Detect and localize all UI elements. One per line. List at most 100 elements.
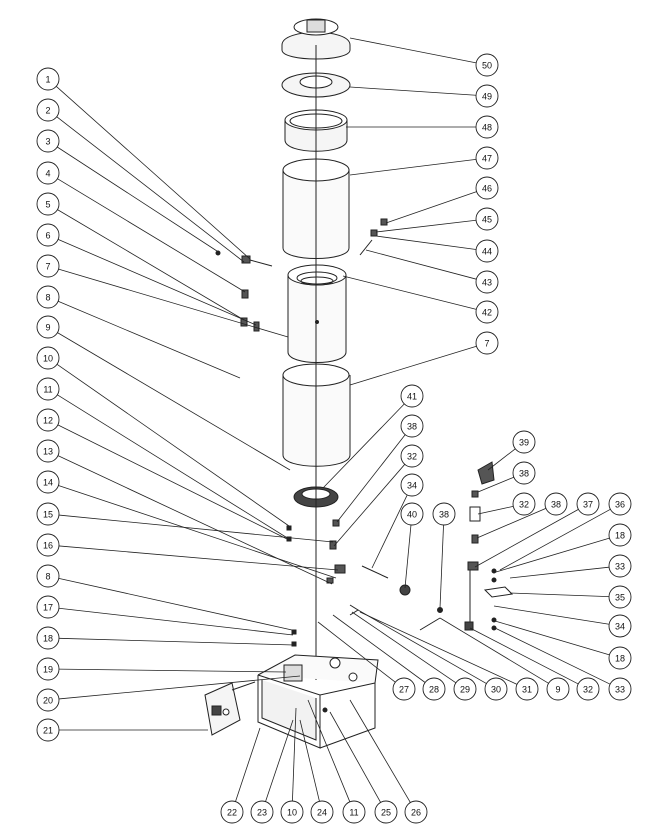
callout-balloon-16 (36, 533, 60, 557)
leader-line-35 (509, 592, 610, 598)
callout-number-12: 12 (43, 416, 53, 426)
callout-number-9: 9 (45, 323, 50, 333)
callout-balloon-45 (475, 207, 499, 231)
callout-number-3: 3 (45, 137, 50, 147)
callout-balloon-7 (475, 331, 499, 355)
callout-balloon-11 (36, 377, 60, 401)
callout-number-6: 6 (45, 231, 50, 241)
callout-number-30: 30 (491, 685, 501, 695)
callout-balloon-8 (36, 285, 60, 309)
part-fasteners (286, 519, 443, 647)
leader-line-24 (299, 719, 320, 802)
callout-balloon-26 (404, 800, 428, 824)
callout-number-41: 41 (407, 392, 417, 402)
callout-balloon-47 (475, 146, 499, 170)
leader-line-44 (375, 235, 477, 250)
callout-number-37: 37 (583, 500, 593, 510)
callout-number-48: 48 (482, 123, 492, 133)
callout-balloon-32 (576, 677, 600, 701)
leader-line-9 (439, 617, 549, 684)
leader-line-18 (495, 537, 610, 573)
callout-number-28: 28 (429, 685, 439, 695)
callout-balloon-9 (36, 315, 60, 339)
callout-number-5: 5 (45, 200, 50, 210)
leader-line-36 (499, 508, 611, 571)
callout-number-40: 40 (407, 510, 417, 520)
leader-line-16 (58, 545, 339, 571)
leader-line-50 (349, 37, 477, 64)
leader-line-31 (359, 611, 518, 685)
callout-number-8: 8 (45, 293, 50, 303)
callout-balloon-13 (36, 439, 60, 463)
callout-balloon-34 (400, 473, 424, 497)
leader-line-8 (57, 300, 241, 379)
callout-number-31: 31 (522, 685, 532, 695)
leader-line-38 (476, 507, 547, 539)
leader-line-3 (56, 146, 221, 254)
callout-number-39: 39 (519, 438, 529, 448)
callout-balloon-14 (36, 470, 60, 494)
callout-balloon-39 (512, 430, 536, 454)
leader-line-25 (329, 711, 381, 803)
callout-balloon-29 (453, 677, 477, 701)
callout-balloon-9 (546, 677, 570, 701)
callout-balloon-42 (475, 300, 499, 324)
leader-line-47 (349, 158, 477, 176)
callout-number-45: 45 (482, 215, 492, 225)
callout-number-46: 46 (482, 184, 492, 194)
callout-balloon-4 (36, 161, 60, 185)
callout-number-32: 32 (583, 685, 593, 695)
leader-line-20 (58, 675, 301, 700)
callout-number-47: 47 (482, 154, 492, 164)
callout-balloon-43 (475, 270, 499, 294)
part-middle-cylinder (287, 264, 347, 363)
leader-lines (55, 37, 611, 803)
callout-balloon-44 (475, 239, 499, 263)
callout-number-10: 10 (43, 354, 53, 364)
callout-number-17: 17 (43, 603, 53, 613)
callout-balloon-38 (432, 502, 456, 526)
callout-number-20: 20 (43, 696, 53, 706)
callout-balloon-8 (36, 564, 60, 588)
callout-balloon-3 (36, 129, 60, 153)
leader-line-43 (365, 249, 477, 280)
callout-balloon-20 (36, 688, 60, 712)
callout-number-44: 44 (482, 247, 492, 257)
leader-line-22 (235, 727, 261, 802)
callout-balloon-31 (515, 677, 539, 701)
callout-balloon-27 (392, 677, 416, 701)
leader-line-18 (494, 620, 610, 656)
callout-balloon-17 (36, 595, 60, 619)
leader-line-14 (58, 485, 337, 579)
leader-line-49 (349, 86, 477, 96)
callout-number-11: 11 (349, 808, 358, 818)
callout-balloon-18 (608, 523, 632, 547)
leader-line-37 (474, 509, 579, 568)
callout-number-21: 21 (43, 726, 53, 736)
callout-number-13: 13 (43, 447, 53, 457)
callout-balloon-5 (36, 192, 60, 216)
callout-balloon-38 (512, 461, 536, 485)
leader-line-27 (317, 621, 396, 683)
leader-line-38 (477, 476, 514, 493)
callout-number-14: 14 (43, 478, 53, 488)
callout-balloon-22 (220, 800, 244, 824)
callout-number-8: 8 (45, 572, 50, 582)
callout-number-36: 36 (615, 500, 625, 510)
leader-line-38 (439, 524, 444, 609)
leader-line-34 (371, 494, 408, 569)
leader-line-42 (342, 275, 477, 310)
callout-balloon-38 (400, 414, 424, 438)
leader-line-7 (349, 345, 477, 386)
callout-number-7: 7 (484, 339, 489, 349)
callout-number-10: 10 (287, 808, 297, 818)
part-right-fittings (359, 218, 388, 256)
callout-number-11: 11 (43, 385, 52, 395)
callout-balloon-32 (400, 444, 424, 468)
leader-line-9 (57, 332, 291, 471)
leader-line-28 (332, 614, 426, 683)
callout-balloon-46 (475, 176, 499, 200)
callout-balloon-41 (400, 384, 424, 408)
